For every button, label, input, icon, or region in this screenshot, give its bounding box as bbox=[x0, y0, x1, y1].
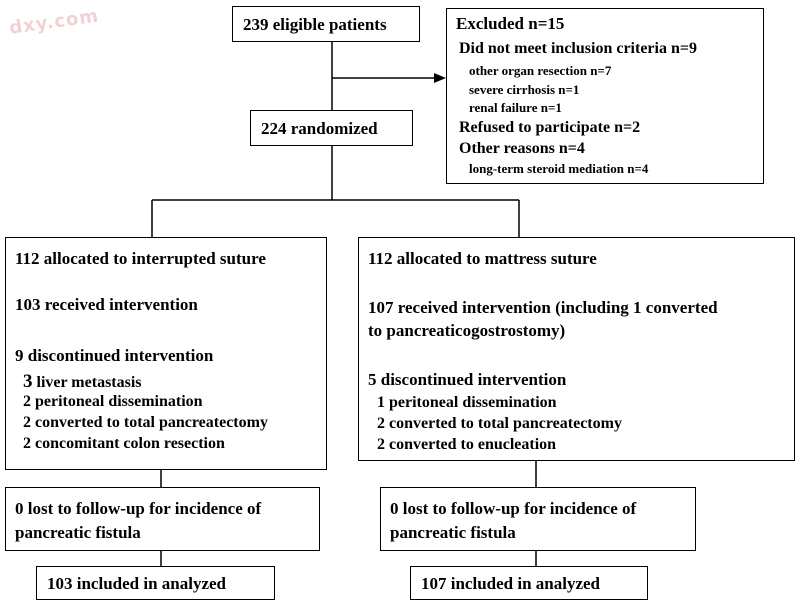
left-lost-line1: 0 lost to follow-up for incidence of bbox=[15, 499, 262, 518]
right-lost-box: 0 lost to follow-up for incidence of pan… bbox=[380, 487, 696, 551]
left-lost-line2: pancreatic fistula bbox=[15, 523, 141, 542]
eligible-label: 239 eligible patients bbox=[243, 15, 387, 34]
left-reason-text: liver metastasis bbox=[36, 374, 142, 391]
left-reason-row: 3 liver metastasis bbox=[23, 372, 142, 391]
excluded-cirrhosis: severe cirrhosis n=1 bbox=[469, 82, 580, 97]
right-reason-text: converted to total pancreatectomy bbox=[389, 415, 622, 432]
excluded-criteria: Did not meet inclusion criteria n=9 bbox=[459, 40, 697, 57]
left-reason-count: 2 bbox=[23, 393, 31, 410]
right-reason-row: 2 converted to total pancreatectomy bbox=[377, 416, 622, 432]
right-reason-count: 2 bbox=[377, 436, 385, 453]
left-arm-box: 112 allocated to interrupted suture 103 … bbox=[5, 237, 327, 470]
right-reason-text: converted to enucleation bbox=[389, 436, 557, 453]
left-received: 103 received intervention bbox=[15, 295, 198, 314]
left-reason-row: 2 peritoneal dissemination bbox=[23, 394, 203, 410]
right-reason-text: peritoneal dissemination bbox=[389, 394, 557, 411]
left-analyzed-box: 103 included in analyzed bbox=[36, 566, 275, 600]
right-arm-box: 112 allocated to mattress suture 107 rec… bbox=[358, 237, 795, 461]
randomized-label: 224 randomized bbox=[261, 119, 378, 138]
right-reason-row: 1 peritoneal dissemination bbox=[377, 395, 557, 411]
left-reason-text: concomitant colon resection bbox=[35, 435, 225, 452]
left-allocated: 112 allocated to interrupted suture bbox=[15, 249, 266, 268]
right-reason-count: 2 bbox=[377, 415, 385, 432]
right-analyzed-label: 107 included in analyzed bbox=[421, 574, 601, 593]
right-allocated: 112 allocated to mattress suture bbox=[368, 249, 597, 268]
left-reason-count: 2 bbox=[23, 435, 31, 452]
left-reason-count: 3 bbox=[23, 371, 33, 392]
right-received-line2: to pancreaticogostrostomy) bbox=[368, 321, 566, 340]
excluded-organ: other organ resection n=7 bbox=[469, 63, 612, 78]
right-received-line1: 107 received intervention (including 1 c… bbox=[368, 298, 718, 317]
randomized-box: 224 randomized bbox=[250, 110, 413, 146]
left-analyzed-label: 103 included in analyzed bbox=[47, 574, 227, 593]
left-reason-row: 2 converted to total pancreatectomy bbox=[23, 415, 268, 431]
left-reason-text: peritoneal dissemination bbox=[35, 393, 203, 410]
left-reason-text: converted to total pancreatectomy bbox=[35, 414, 268, 431]
right-reason-row: 2 converted to enucleation bbox=[377, 437, 556, 453]
eligible-box: 239 eligible patients bbox=[232, 6, 420, 42]
right-discontinued: 5 discontinued intervention bbox=[368, 370, 567, 389]
arrowhead-excluded bbox=[434, 73, 446, 83]
excluded-other: Other reasons n=4 bbox=[459, 140, 585, 157]
right-lost-line1: 0 lost to follow-up for incidence of bbox=[390, 499, 637, 518]
excluded-renal: renal failure n=1 bbox=[469, 100, 562, 115]
right-reason-count: 1 bbox=[377, 394, 385, 411]
left-reason-count: 2 bbox=[23, 414, 31, 431]
right-analyzed-box: 107 included in analyzed bbox=[410, 566, 648, 600]
left-lost-box: 0 lost to follow-up for incidence of pan… bbox=[5, 487, 320, 551]
left-reason-row: 2 concomitant colon resection bbox=[23, 436, 225, 452]
excluded-steroid: long-term steroid mediation n=4 bbox=[469, 161, 649, 176]
excluded-title: Excluded n=15 bbox=[456, 14, 565, 33]
excluded-refused: Refused to participate n=2 bbox=[459, 119, 641, 136]
left-discontinued: 9 discontinued intervention bbox=[15, 346, 214, 365]
excluded-box: Excluded n=15 Did not meet inclusion cri… bbox=[446, 8, 764, 184]
right-lost-line2: pancreatic fistula bbox=[390, 523, 516, 542]
